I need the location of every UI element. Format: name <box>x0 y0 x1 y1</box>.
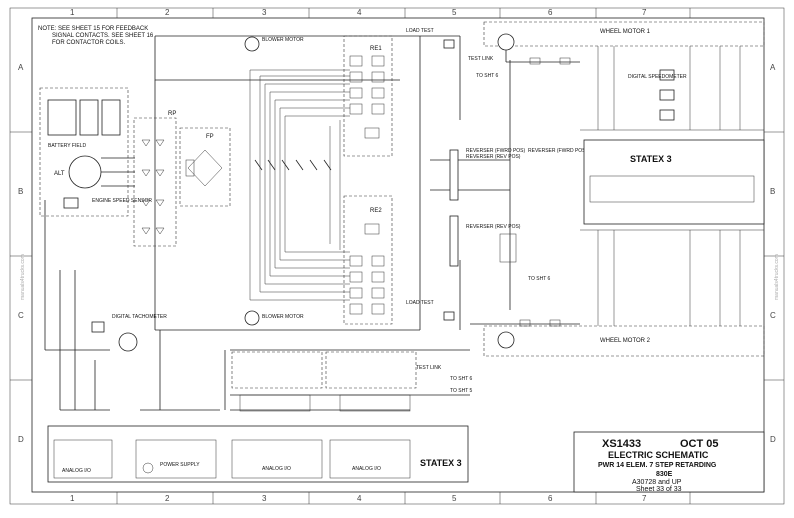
blower-motor-1: BLOWER MOTOR <box>244 36 304 52</box>
svg-text:LOAD TEST: LOAD TEST <box>406 300 434 306</box>
side-label-left: manuals4trucks.com <box>20 254 26 300</box>
svg-text:LOAD TEST: LOAD TEST <box>406 28 434 34</box>
svg-text:A: A <box>770 63 776 72</box>
relay-bus-lines <box>249 69 350 301</box>
svg-text:6: 6 <box>548 494 553 503</box>
statex-top: STATEX 3 <box>583 139 765 225</box>
svg-text:DIGITAL TACHOMETER: DIGITAL TACHOMETER <box>112 314 167 320</box>
sheet-number: Sheet 33 of 33 <box>636 486 682 493</box>
svg-text:ANALOG I/O: ANALOG I/O <box>262 466 291 472</box>
svg-text:5: 5 <box>452 8 457 17</box>
svg-text:BATTERY FIELD: BATTERY FIELD <box>48 143 86 149</box>
svg-text:4: 4 <box>357 494 362 503</box>
statex-bottom: STATEX 3 ANALOG I/O POWER SUPPLY ANALOG … <box>47 425 469 483</box>
svg-text:RP: RP <box>168 111 176 117</box>
digital-speedometer: DIGITAL SPEEDOMETER <box>628 69 687 121</box>
contact-switches <box>254 159 332 171</box>
blower-motor-2: BLOWER MOTOR <box>244 310 304 326</box>
svg-text:7: 7 <box>642 494 647 503</box>
svg-text:1: 1 <box>70 8 75 17</box>
svg-text:STATEX 3: STATEX 3 <box>630 154 672 164</box>
svg-text:1: 1 <box>70 494 75 503</box>
svg-text:WHEEL MOTOR 1: WHEEL MOTOR 1 <box>600 29 651 35</box>
svg-text:DIGITAL SPEEDOMETER: DIGITAL SPEEDOMETER <box>628 74 687 80</box>
svg-text:B: B <box>770 187 775 196</box>
svg-text:WHEEL MOTOR 2: WHEEL MOTOR 2 <box>600 338 651 344</box>
svg-text:3: 3 <box>262 494 267 503</box>
load-test-top: LOAD TEST TEST LINK <box>406 28 494 62</box>
inner-border <box>31 17 765 493</box>
doc-number: XS1433 <box>602 438 641 450</box>
reverser-section: REVERSER (FWRD POS) REVERSER (REV POS) R… <box>449 73 588 282</box>
fp-panel: FP <box>179 127 231 207</box>
svg-text:2: 2 <box>165 8 170 17</box>
svg-text:TEST LINK: TEST LINK <box>416 365 442 371</box>
svg-text:STATEX 3: STATEX 3 <box>420 458 462 468</box>
wheel-motor-2: WHEEL MOTOR 2 <box>470 319 765 357</box>
svg-text:ENGINE SPEED SENSOR: ENGINE SPEED SENSOR <box>92 198 152 204</box>
re2-resistor-grid: RE2 <box>343 195 393 325</box>
svg-text:FP: FP <box>206 134 214 140</box>
svg-text:REVERSER (FWRD POS): REVERSER (FWRD POS) <box>528 148 588 154</box>
drawing-title: ELECTRIC SCHEMATIC <box>608 450 709 460</box>
title-block: XS1433 OCT 05 ELECTRIC SCHEMATIC PWR 14 … <box>573 431 765 493</box>
grid-columns-bottom: 1 2 3 4 5 6 7 <box>70 494 647 503</box>
ref-to-sht-5: TO SHT 5 <box>450 388 473 394</box>
svg-text:FOR CONTACTOR COILS.: FOR CONTACTOR COILS. <box>52 40 125 46</box>
main-bus-wiring <box>44 35 511 411</box>
svg-text:5: 5 <box>452 494 457 503</box>
svg-text:REVERSER (REV POS): REVERSER (REV POS) <box>466 224 521 230</box>
svg-text:NOTE: SEE SHEET 15 FOR FEEDBAC: NOTE: SEE SHEET 15 FOR FEEDBACK <box>38 26 148 32</box>
svg-text:REVERSER (FWRD POS): REVERSER (FWRD POS) <box>466 148 526 154</box>
serial-range: A30728 and UP <box>632 479 682 486</box>
svg-text:B: B <box>18 187 23 196</box>
svg-text:POWER SUPPLY: POWER SUPPLY <box>160 462 200 468</box>
grid-rows-right: A B C D <box>770 63 776 444</box>
grid-rows-left: A B C D <box>18 63 24 444</box>
re1-resistor-grid: RE1 <box>343 35 393 157</box>
svg-text:A: A <box>18 63 24 72</box>
right-side-wiring <box>580 46 764 326</box>
svg-text:6: 6 <box>548 8 553 17</box>
svg-text:D: D <box>18 435 24 444</box>
svg-text:TEST LINK: TEST LINK <box>468 56 494 62</box>
svg-text:C: C <box>770 311 776 320</box>
svg-text:7: 7 <box>642 8 647 17</box>
svg-text:TO SHT 6: TO SHT 6 <box>528 276 551 282</box>
svg-text:3: 3 <box>262 8 267 17</box>
svg-text:REVERSER (REV POS): REVERSER (REV POS) <box>466 154 521 160</box>
wheel-motor-1: WHEEL MOTOR 1 <box>483 21 765 65</box>
svg-text:ALT: ALT <box>54 171 65 177</box>
note-block: NOTE: SEE SHEET 15 FOR FEEDBACK SIGNAL C… <box>38 26 154 46</box>
svg-text:TO SHT 6: TO SHT 6 <box>476 73 499 79</box>
side-label-right: manuals4trucks.com <box>774 254 780 300</box>
svg-text:RE1: RE1 <box>370 46 382 52</box>
rp-rectifier: RP <box>133 111 176 247</box>
grid-columns-top: 1 2 3 4 5 6 7 <box>70 8 647 17</box>
svg-text:ANALOG I/O: ANALOG I/O <box>352 466 381 472</box>
alternator-section: BATTERY FIELD ALT ENGINE SPEED SENSOR <box>39 87 152 217</box>
lower-contactor-blocks <box>231 351 417 412</box>
doc-date: OCT 05 <box>680 438 719 450</box>
ref-to-sht-6: TO SHT 6 <box>450 376 473 382</box>
digital-tachometer: DIGITAL TACHOMETER <box>91 314 167 352</box>
svg-text:SIGNAL CONTACTS. SEE SHEET 16: SIGNAL CONTACTS. SEE SHEET 16 <box>52 33 154 39</box>
svg-text:RE2: RE2 <box>370 208 382 214</box>
model: 830E <box>656 471 673 478</box>
load-test-bottom: LOAD TEST TEST LINK <box>406 300 455 371</box>
svg-text:BLOWER MOTOR: BLOWER MOTOR <box>262 37 304 43</box>
svg-text:4: 4 <box>357 8 362 17</box>
drawing-subtitle: PWR 14 ELEM. 7 STEP RETARDING <box>598 462 717 469</box>
svg-text:D: D <box>770 435 776 444</box>
svg-text:ANALOG I/O: ANALOG I/O <box>62 468 91 474</box>
svg-text:BLOWER MOTOR: BLOWER MOTOR <box>262 314 304 320</box>
svg-text:2: 2 <box>165 494 170 503</box>
svg-text:C: C <box>18 311 24 320</box>
